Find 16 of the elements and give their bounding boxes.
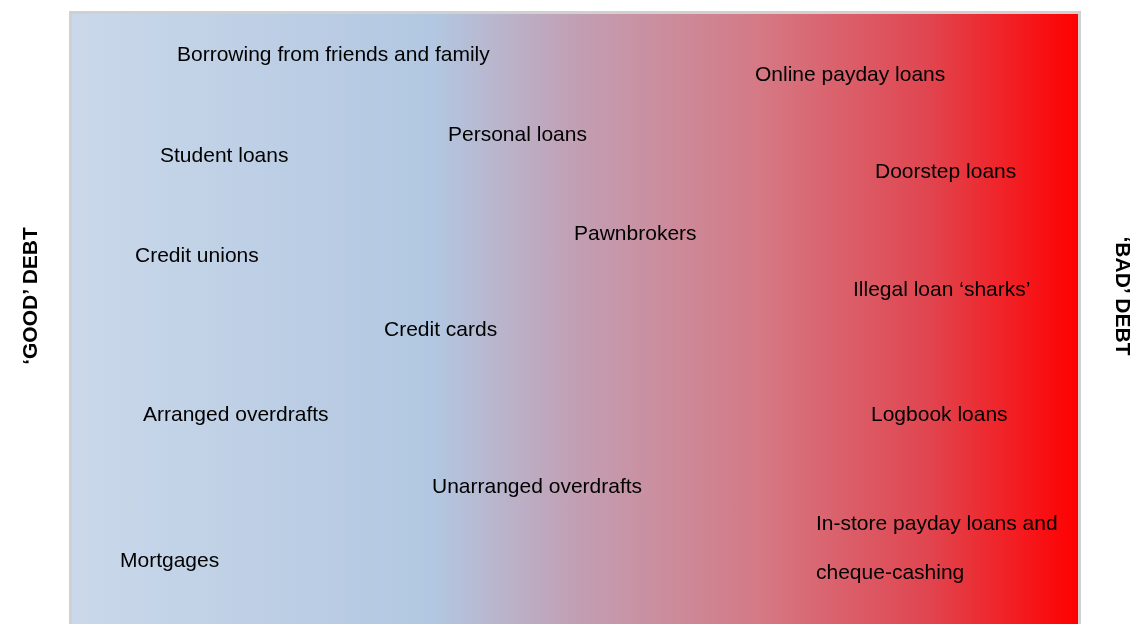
debt-type-label: Online payday loans: [755, 61, 946, 87]
scale-end-label: ‘BAD’ DEBT: [1110, 236, 1135, 356]
debt-type-label: Credit cards: [384, 316, 498, 342]
debt-type-label: Doorstep loans: [875, 158, 1017, 184]
debt-type-label: Personal loans: [448, 121, 587, 147]
debt-type-label: Logbook loans: [871, 401, 1008, 427]
debt-type-label: Mortgages: [120, 547, 220, 573]
debt-type-label: Borrowing from friends and family: [177, 41, 490, 67]
debt-type-label: Unarranged overdrafts: [432, 473, 643, 499]
scale-end-label: ‘GOOD’ DEBT: [16, 227, 42, 365]
debt-type-label: Credit unions: [135, 242, 259, 268]
debt-type-label: Pawnbrokers: [574, 220, 697, 246]
debt-type-label: Arranged overdrafts: [143, 401, 329, 427]
debt-type-label: Student loans: [160, 142, 289, 168]
debt-type-label: In-store payday loans and cheque-cashing: [816, 510, 1059, 585]
debt-type-label: Illegal loan ‘sharks’: [853, 276, 1031, 302]
